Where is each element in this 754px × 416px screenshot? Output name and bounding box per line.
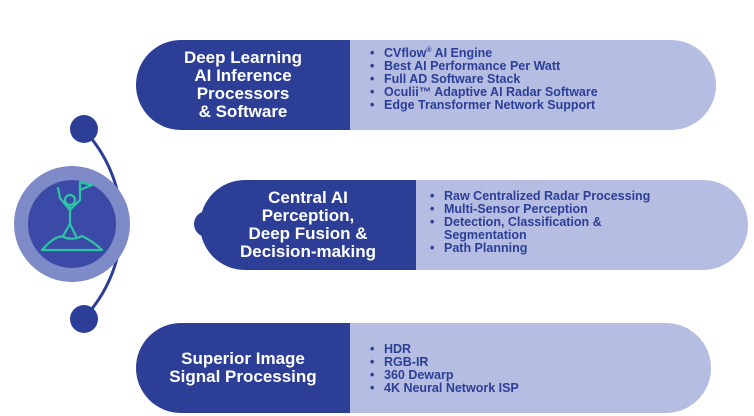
section-title: Deep Learning AI Inference Processors & … (183, 48, 303, 121)
section-title-panel: Central AI Perception, Deep Fusion & Dec… (200, 180, 416, 270)
list-item: Best AI Performance Per Watt (370, 60, 598, 74)
connector-node-middle (194, 211, 220, 237)
list-item: 4K Neural Network ISP (370, 382, 519, 396)
feature-list: CVflow® AI Engine Best AI Performance Pe… (370, 47, 598, 113)
list-item: Raw Centralized Radar Processing (430, 190, 650, 204)
list-item: Path Planning (430, 242, 650, 256)
summit-climber-flag-icon (40, 180, 104, 252)
list-item: Oculii™ Adaptive AI Radar Software (370, 86, 598, 100)
section-title-panel: Superior Image Signal Processing (136, 323, 350, 413)
feature-list: Raw Centralized Radar Processing Multi-S… (430, 190, 650, 256)
connector-node-top (70, 115, 98, 143)
list-item: Full AD Software Stack (370, 73, 598, 87)
section-image-processing: Superior Image Signal Processing HDR RGB… (136, 323, 711, 413)
feature-list: HDR RGB-IR 360 Dewarp 4K Neural Network … (370, 343, 519, 396)
list-item: 360 Dewarp (370, 369, 519, 383)
section-title-panel: Deep Learning AI Inference Processors & … (136, 40, 350, 130)
list-item: CVflow® AI Engine (370, 47, 598, 61)
list-item: RGB-IR (370, 356, 519, 370)
section-title: Central AI Perception, Deep Fusion & Dec… (239, 188, 377, 261)
list-item: Detection, Classification &Segmentation (430, 216, 650, 242)
list-item: Edge Transformer Network Support (370, 99, 598, 113)
section-central-ai: Central AI Perception, Deep Fusion & Dec… (200, 180, 748, 270)
section-deep-learning: Deep Learning AI Inference Processors & … (136, 40, 716, 130)
section-title: Superior Image Signal Processing (169, 349, 317, 386)
list-item: HDR (370, 343, 519, 357)
connector-node-bottom (70, 305, 98, 333)
list-item: Multi-Sensor Perception (430, 203, 650, 217)
